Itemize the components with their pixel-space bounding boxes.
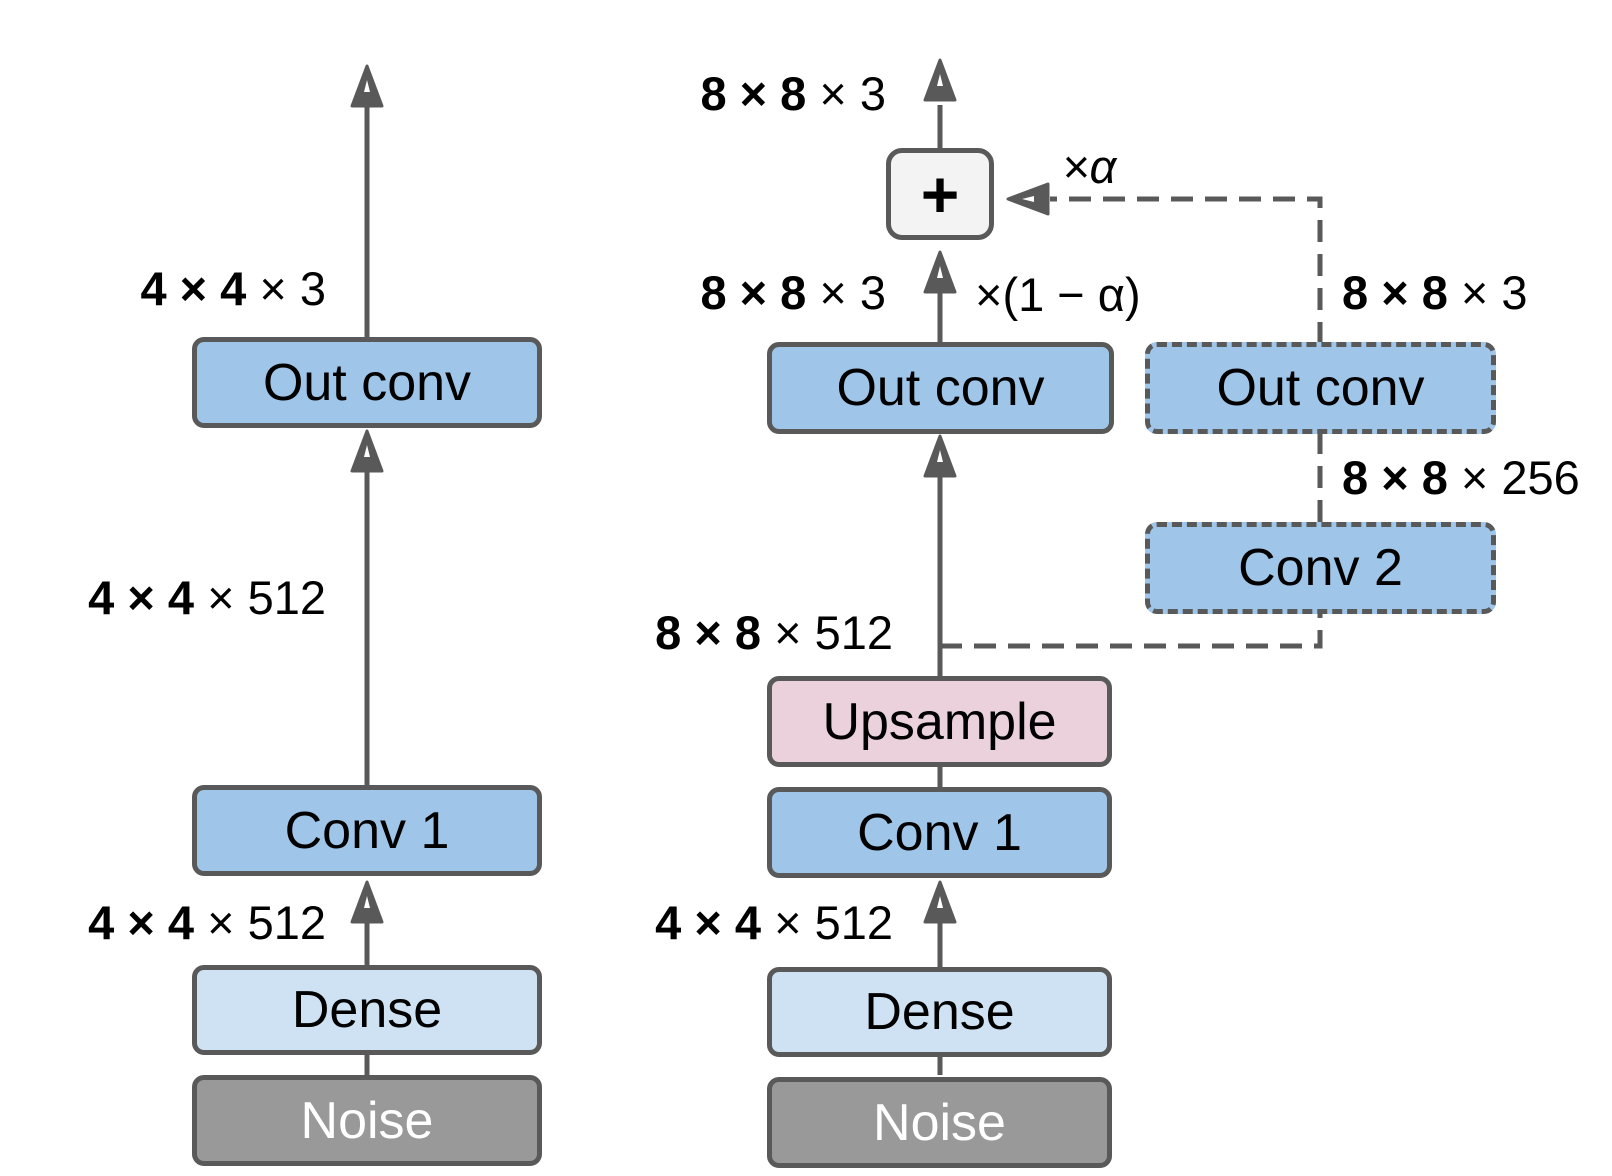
- plus-icon: +: [920, 157, 960, 231]
- left-dense-box: Dense: [192, 965, 542, 1055]
- left-conv1-shape-label: 4 × 4 × 512: [88, 571, 326, 624]
- plus-box: +: [886, 148, 994, 240]
- left-dense-label: Dense: [291, 981, 443, 1039]
- right-noise-label: Noise: [873, 1093, 1006, 1152]
- left-out-conv-label: Out conv: [262, 353, 472, 412]
- new-out-conv-label: Out conv: [1216, 359, 1425, 417]
- right-conv1-label: Conv 1: [857, 803, 1022, 862]
- final-output-shape-label: 8 × 8 × 3: [700, 67, 886, 120]
- right-out-conv-shape-label: 8 × 8 × 3: [700, 266, 886, 319]
- right-dense-label: Dense: [864, 983, 1015, 1041]
- new-conv2-label: Conv 2: [1238, 539, 1403, 597]
- left-noise-label: Noise: [300, 1091, 434, 1150]
- dashed-outconv-to-plus: [1050, 196, 1323, 344]
- right-upsample-shape-label: 8 × 8 × 512: [655, 606, 893, 659]
- new-conv2-box: Conv 2: [1145, 522, 1496, 614]
- left-dense-shape-label: 4 × 4 × 512: [88, 896, 326, 949]
- new-out-conv-shape-label: 8 × 8 × 3: [1342, 266, 1528, 319]
- new-conv2-shape-label: 8 × 8 × 256: [1342, 451, 1580, 504]
- left-out-conv-shape-label: 4 × 4 × 3: [140, 262, 326, 315]
- left-conv1-label: Conv 1: [284, 801, 450, 860]
- right-out-conv-box: Out conv: [767, 342, 1114, 434]
- right-conv1-box: Conv 1: [767, 787, 1112, 878]
- alpha-weight-label: ×α: [1062, 140, 1117, 193]
- left-out-conv-box: Out conv: [192, 337, 542, 428]
- one-minus-alpha-weight-label: ×(1 − α): [975, 268, 1141, 321]
- dashed-branch-to-conv2: [940, 608, 1323, 649]
- right-noise-box: Noise: [767, 1077, 1112, 1168]
- left-conv1-box: Conv 1: [192, 785, 542, 876]
- right-dense-box: Dense: [767, 967, 1112, 1057]
- right-upsample-box: Upsample: [767, 676, 1112, 767]
- left-noise-box: Noise: [192, 1075, 542, 1166]
- right-upsample-label: Upsample: [822, 692, 1057, 751]
- new-out-conv-box: Out conv: [1145, 342, 1496, 434]
- right-dense-shape-label: 4 × 4 × 512: [655, 896, 893, 949]
- right-out-conv-label: Out conv: [836, 359, 1045, 417]
